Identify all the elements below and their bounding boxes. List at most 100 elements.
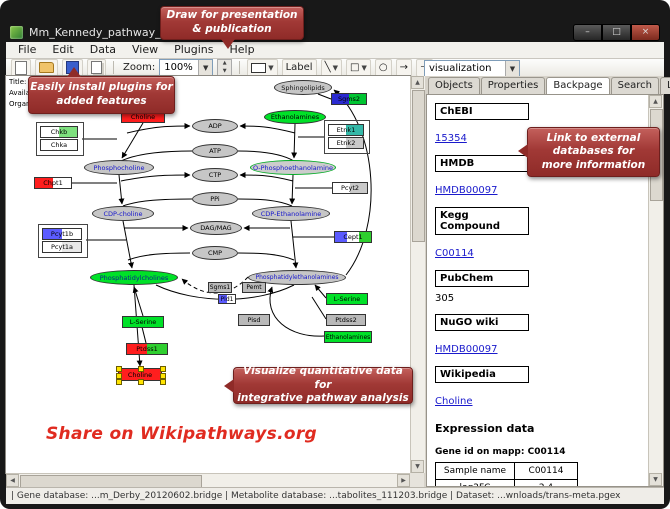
scroll-up-icon[interactable]: ▲ <box>649 95 662 108</box>
selection-handle[interactable] <box>116 366 122 372</box>
node-sphingolipids[interactable]: Sphingolipids <box>274 80 332 95</box>
node-sgms1[interactable]: Sgms1 <box>208 282 232 293</box>
pathway-connector[interactable] <box>239 123 296 134</box>
node-etnk1[interactable]: Etnk1 <box>328 124 364 136</box>
selection-handle[interactable] <box>116 379 122 385</box>
pathway-connector[interactable] <box>122 198 193 207</box>
tab-backpage[interactable]: Backpage <box>546 77 610 94</box>
tool-button-3[interactable]: → <box>395 58 412 77</box>
tab-search[interactable]: Search <box>610 77 659 94</box>
selection-handle[interactable] <box>160 379 166 385</box>
node-cdp-choline[interactable]: CDP-choline <box>92 206 154 221</box>
save-button[interactable] <box>62 58 83 77</box>
datanode-tool-button[interactable]: ▼ <box>247 58 278 77</box>
menu-help[interactable]: Help <box>229 43 255 56</box>
pathway-connector[interactable] <box>291 123 298 159</box>
node-cmp[interactable]: CMP <box>192 246 238 260</box>
selection-handle[interactable] <box>138 379 144 385</box>
menu-edit[interactable]: Edit <box>52 43 74 56</box>
node-pcyt1a[interactable]: Pcyt1a <box>42 241 82 253</box>
node-phosphatidylcholines[interactable]: Phosphatidylcholines <box>90 270 178 285</box>
close-button[interactable]: × <box>631 24 660 41</box>
node-l-serine[interactable]: L-Serine <box>122 316 164 328</box>
node-atp[interactable]: ATP <box>192 144 238 158</box>
node-adp[interactable]: ADP <box>192 119 238 133</box>
node-chpt1[interactable]: Chpt1 <box>34 177 72 189</box>
scroll-down-icon[interactable]: ▼ <box>411 460 424 473</box>
zoom-combobox[interactable]: 100% ▼ <box>159 59 214 76</box>
database-link[interactable]: 15354 <box>435 133 467 144</box>
selection-handle[interactable] <box>138 366 144 372</box>
sidepanel-scroll-thumb[interactable] <box>650 109 663 201</box>
canvas-vertical-scrollbar[interactable]: ▲ ▼ <box>410 76 425 473</box>
scroll-down-icon[interactable]: ▼ <box>649 473 662 486</box>
open-file-button[interactable] <box>35 58 58 77</box>
pathway-connector[interactable] <box>311 296 327 320</box>
node-chka[interactable]: Chka <box>40 139 78 151</box>
tool-button-2[interactable]: ○ <box>374 58 392 77</box>
label-tool-button[interactable]: Label <box>281 58 317 77</box>
tool-button-0[interactable]: ╲▼ <box>320 58 342 77</box>
node-pld1[interactable]: Pld1 <box>218 294 236 304</box>
minimize-button[interactable]: – <box>573 24 602 41</box>
pathway-connector[interactable] <box>289 174 296 205</box>
node-choline-selected[interactable]: Choline <box>116 366 166 385</box>
node-ctp[interactable]: CTP <box>192 168 238 182</box>
scroll-up-icon[interactable]: ▲ <box>411 76 424 89</box>
database-link[interactable]: HMDB00097 <box>435 344 498 355</box>
pathway-connector[interactable] <box>126 123 191 134</box>
canvas-horizontal-scrollbar[interactable]: ◀ ▶ <box>6 473 410 488</box>
node-ethanolamines[interactable]: Ethanolamines <box>324 331 372 343</box>
node-cept1[interactable]: Cept1 <box>334 231 372 243</box>
spinner-down-icon[interactable]: ▼ <box>222 67 227 74</box>
pathway-connector[interactable] <box>237 198 293 207</box>
node-o-phosphoethanolamine[interactable]: O-Phosphoethanolamine <box>250 160 336 175</box>
pathway-connector[interactable] <box>121 122 144 159</box>
pathway-connector[interactable] <box>317 93 332 100</box>
pathway-connector[interactable] <box>122 220 134 269</box>
zoom-dropdown-icon[interactable]: ▼ <box>198 60 213 75</box>
tab-properties[interactable]: Properties <box>480 77 546 94</box>
database-link[interactable]: Choline <box>435 396 473 407</box>
pathway-connector[interactable] <box>127 252 191 261</box>
vertical-scroll-thumb[interactable] <box>412 90 425 242</box>
visualization-combobox[interactable]: visualization ▼ <box>424 60 520 77</box>
pathway-connector[interactable] <box>333 89 372 276</box>
pathway-connector[interactable] <box>314 284 327 299</box>
maximize-button[interactable]: □ <box>602 24 631 41</box>
node-pemt[interactable]: Pemt <box>242 282 266 293</box>
node-phosphatidylethanolamines[interactable]: Phosphatidylethanolamines <box>248 270 346 285</box>
visualization-dropdown-icon[interactable]: ▼ <box>505 61 519 76</box>
node-chkb[interactable]: Chkb <box>40 126 78 138</box>
database-link[interactable]: C00114 <box>435 248 474 259</box>
node-cdp-ethanolamine[interactable]: CDP-Ethanolamine <box>252 206 330 221</box>
new-file-button[interactable] <box>11 58 31 77</box>
pathway-connector[interactable] <box>181 276 249 294</box>
database-link[interactable]: HMDB00097 <box>435 185 498 196</box>
node-ptdss2[interactable]: Ptdss2 <box>326 314 366 326</box>
pathway-connector[interactable] <box>132 286 144 317</box>
node-sgms2[interactable]: Sgms2 <box>331 93 367 105</box>
sidepanel-scrollbar[interactable]: ▲ ▼ <box>648 95 663 486</box>
tool-button-1[interactable]: □▼ <box>346 58 371 77</box>
copy-button[interactable] <box>87 58 106 77</box>
selection-handle[interactable] <box>160 372 166 379</box>
pathway-connector[interactable] <box>239 172 294 182</box>
scroll-left-icon[interactable]: ◀ <box>6 474 19 487</box>
pathway-canvas[interactable]: Title:Availability:Organism: Sphingolipi… <box>5 75 411 474</box>
pathway-connector[interactable] <box>120 172 191 182</box>
zoom-spinner[interactable]: ▲ ▼ <box>217 59 233 76</box>
pathway-connector[interactable] <box>290 220 299 269</box>
node-ptdss1[interactable]: Ptdss1 <box>126 343 168 355</box>
menu-file[interactable]: File <box>18 43 37 56</box>
node-phosphocholine[interactable]: Phosphocholine <box>84 160 154 175</box>
pathway-connector[interactable] <box>118 174 125 205</box>
menu-plugins[interactable]: Plugins <box>174 43 214 56</box>
node-ppi[interactable]: PPi <box>192 192 238 206</box>
pathway-connector[interactable] <box>237 252 295 261</box>
tab-objects[interactable]: Objects <box>428 77 480 94</box>
selection-handle[interactable] <box>160 366 166 372</box>
selection-handle[interactable] <box>116 372 122 379</box>
node-dag-mag[interactable]: DAG/MAG <box>190 221 242 235</box>
node-l-serine[interactable]: L-Serine <box>326 293 368 305</box>
